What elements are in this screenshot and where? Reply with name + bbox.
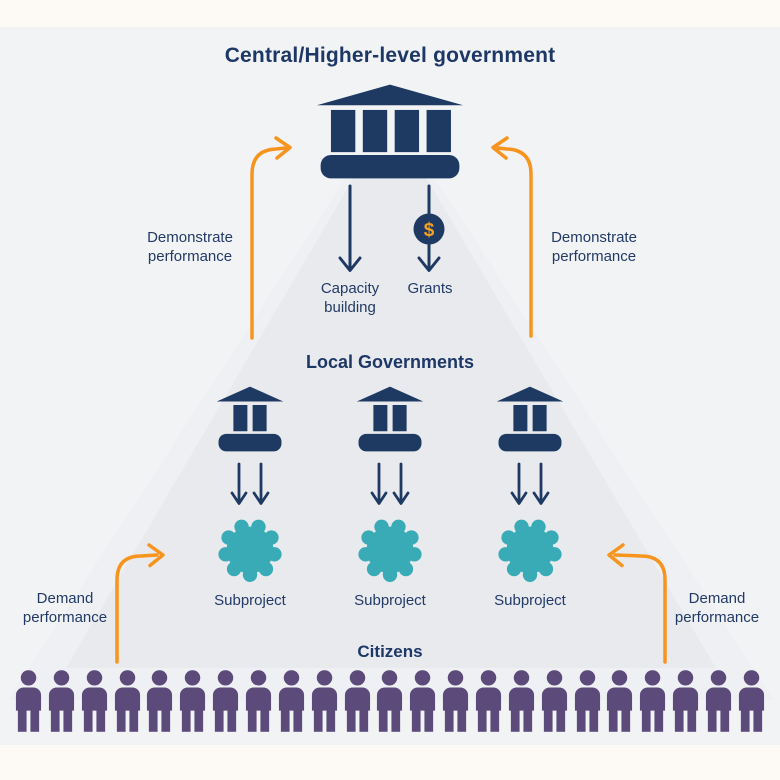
citizens-heading: Citizens — [357, 642, 423, 661]
citizens-row — [14, 668, 766, 732]
person-icon — [605, 670, 634, 732]
person-icon — [540, 670, 569, 732]
demand-performance-arrow-right — [607, 543, 667, 664]
person-icon — [638, 670, 667, 732]
capacity-building-label: Capacity building — [320, 280, 380, 316]
person-icon — [277, 670, 306, 732]
person-icon — [573, 670, 602, 732]
person-icon — [310, 670, 339, 732]
government-building-icon — [316, 84, 464, 179]
person-icon — [507, 670, 536, 732]
person-icon — [244, 670, 273, 732]
person-icon — [47, 670, 76, 732]
person-icon — [80, 670, 109, 732]
person-icon — [408, 670, 437, 732]
demand-performance-arrow-left — [115, 543, 165, 664]
person-icon — [178, 670, 207, 732]
demonstrate-performance-label-left: Demonstrate performance — [147, 229, 233, 265]
demand-performance-label-left: Demand performance — [22, 590, 108, 626]
person-icon — [737, 670, 766, 732]
capacity-building-down-arrow-icon — [338, 184, 362, 272]
demonstrate-performance-label-right: Demonstrate performance — [551, 229, 637, 265]
person-icon — [474, 670, 503, 732]
demonstrate-performance-arrow-left — [250, 136, 292, 340]
person-icon — [113, 670, 142, 732]
person-icon — [211, 670, 240, 732]
person-icon — [343, 670, 372, 732]
person-icon — [145, 670, 174, 732]
subproject-label-1: Subproject — [214, 592, 286, 609]
person-icon — [14, 670, 43, 732]
person-icon — [375, 670, 404, 732]
subproject-label-3: Subproject — [494, 592, 566, 609]
double-down-arrow-icon-2 — [370, 462, 410, 505]
subproject-label-2: Subproject — [354, 592, 426, 609]
demand-performance-label-right: Demand performance — [674, 590, 760, 626]
demonstrate-performance-arrow-right — [491, 136, 533, 338]
person-icon — [441, 670, 470, 732]
dollar-sign: $ — [424, 220, 435, 241]
local-governments-heading: Local Governments — [305, 352, 475, 372]
grants-label: Grants — [407, 280, 453, 297]
dollar-coin-icon: $ — [413, 213, 445, 245]
person-icon — [671, 670, 700, 732]
diagram-title: Central/Higher-level government — [224, 44, 556, 67]
double-down-arrow-icon-3 — [510, 462, 550, 505]
person-icon — [704, 670, 733, 732]
double-down-arrow-icon-1 — [230, 462, 270, 505]
